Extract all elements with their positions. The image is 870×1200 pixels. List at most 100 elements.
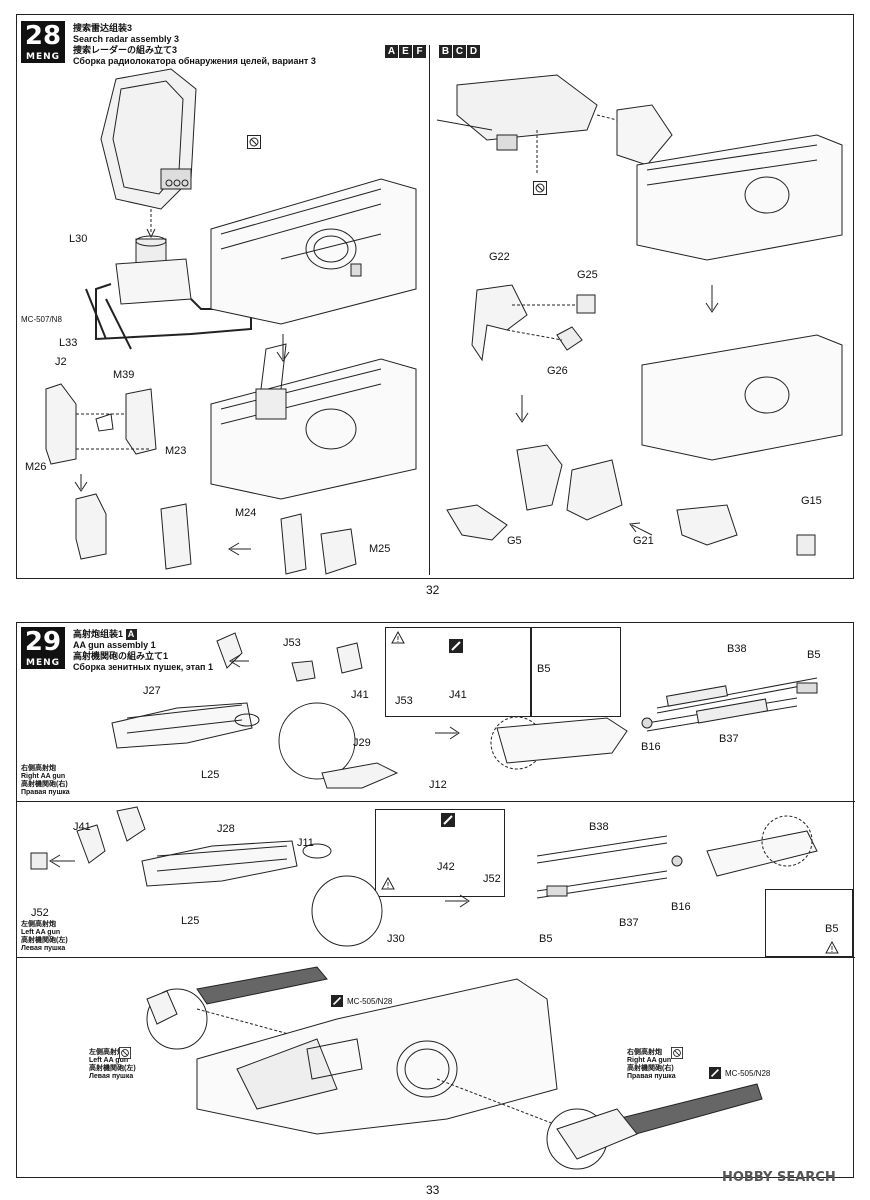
part-label-m25: M25 (369, 543, 391, 555)
watermark-logo: HOBBY SEARCH (722, 1170, 836, 1185)
part-label-j2: J2 (55, 356, 67, 368)
paint-icon (331, 995, 343, 1007)
part-label-j29: J29 (353, 737, 371, 749)
part-label-b5-detail: B5 (537, 663, 551, 675)
version-e: E (399, 45, 412, 58)
part-label-m24: M24 (235, 507, 257, 519)
detail-box-b5-left (765, 889, 853, 957)
part-label-b5: B5 (807, 649, 821, 661)
paint-callout-mc505-right: MC-505/N28 (725, 1069, 771, 1078)
no-glue-icon (119, 1047, 131, 1059)
no-glue-icon (671, 1047, 683, 1059)
part-label-j41-detail: J41 (449, 689, 467, 701)
title-ja: 高射機関砲の組み立て1 (73, 651, 169, 661)
part-label-j11: J11 (297, 837, 314, 849)
hull-with-aa-guns-illustration (146, 966, 763, 1170)
title-ja: 捜索レーダーの組み立て3 (73, 45, 178, 55)
paint-icon (441, 813, 455, 827)
part-label-b16-left: B16 (671, 901, 691, 913)
caption-en: Right AA gun (21, 773, 66, 780)
radar-assembly-illustration (45, 68, 417, 575)
part-label-j53: J53 (283, 637, 301, 649)
detail-box-b5-right (531, 627, 621, 717)
version-a-badge: A (125, 629, 137, 640)
step-29-badge: 29 MENG (21, 627, 65, 669)
part-label-g25: G25 (577, 269, 598, 281)
caption-zh: 左侧高射炮 (89, 1049, 124, 1056)
svg-text:!: ! (396, 635, 399, 644)
part-label-l30: L30 (69, 233, 88, 245)
detail-box-j42-j52 (375, 809, 505, 897)
step-29-panel: 29 MENG 高射炮组装1 A AA gun assembly 1 高射機関砲… (16, 622, 855, 1178)
step-28-badge: 28 MENG (21, 21, 65, 63)
warning-icon: ! (381, 877, 395, 890)
step-number: 29 (24, 627, 62, 657)
part-label-j12: J12 (429, 779, 447, 791)
caption-zh: 右侧高射炮 (21, 765, 56, 772)
svg-text:!: ! (386, 881, 389, 890)
part-label-g15: G15 (801, 495, 822, 507)
left-aa-gun-caption: 左侧高射炮 Left AA gun 高射機関砲(左) Левая пушка (21, 921, 68, 953)
warning-icon: ! (391, 631, 405, 644)
right-aa-gun-caption: 右侧高射炮 Right AA gun 高射機関砲(右) Правая пушка (21, 765, 70, 797)
part-label-g21: G21 (633, 535, 654, 547)
step-number: 28 (24, 21, 62, 51)
page-number-top: 32 (426, 583, 440, 597)
version-tag-left: A E F (385, 45, 426, 58)
part-label-j41-left: J41 (73, 821, 91, 833)
part-label-l33: L33 (59, 337, 78, 349)
title-en: Search radar assembly 3 (73, 34, 180, 44)
no-glue-icon (533, 181, 547, 195)
part-label-j52-detail: J52 (483, 873, 501, 885)
part-label-j41: J41 (351, 689, 369, 701)
caption-en: Left AA gun (89, 1057, 129, 1064)
part-label-j28: J28 (217, 823, 235, 835)
part-label-j53-detail: J53 (395, 695, 413, 707)
caption-ru: Правая пушка (627, 1073, 676, 1080)
panel-divider (429, 45, 430, 575)
part-label-m39: M39 (113, 369, 135, 381)
paint-icon (709, 1067, 721, 1079)
title-zh-row: 高射炮组装1 A (73, 629, 213, 640)
version-tag-right: B C D (439, 45, 480, 58)
right-aa-gun-illustration (111, 632, 818, 789)
warning-icon: ! (825, 941, 839, 954)
title-zh: 搜索雷达组装3 (73, 23, 133, 33)
part-label-j27: J27 (143, 685, 161, 697)
caption-ja: 高射機関砲(右) (627, 1065, 674, 1072)
section-divider (17, 957, 855, 958)
step-28-panel: 28 MENG 搜索雷达组装3 Search radar assembly 3 … (16, 14, 854, 579)
caption-en: Left AA gun (21, 929, 61, 936)
brand-logo: MENG (21, 657, 65, 669)
right-aa-gun-caption-assembly: 右侧高射炮 Right AA gun 高射機関砲(右) Правая пушка (627, 1049, 676, 1081)
part-label-b37-left: B37 (619, 917, 639, 929)
step-28-title: 搜索雷达组装3 Search radar assembly 3 捜索レーダーの組… (73, 23, 316, 67)
caption-ja: 高射機関砲(左) (21, 937, 68, 944)
part-label-l25: L25 (201, 769, 220, 781)
left-aa-gun-illustration (30, 806, 818, 947)
part-label-g26: G26 (547, 365, 568, 377)
caption-en: Right AA gun (627, 1057, 672, 1064)
caption-zh: 左侧高射炮 (21, 921, 56, 928)
version-d: D (467, 45, 480, 58)
part-label-b16: B16 (641, 741, 661, 753)
svg-text:!: ! (830, 945, 833, 954)
caption-ru: Правая пушка (21, 789, 70, 796)
part-label-b5-left-detail: B5 (825, 923, 839, 935)
part-label-b37: B37 (719, 733, 739, 745)
section-divider (17, 801, 855, 802)
version-b: B (439, 45, 452, 58)
part-label-b38-left: B38 (589, 821, 609, 833)
paint-icon (449, 639, 463, 653)
version-f: F (413, 45, 426, 58)
caption-zh: 右侧高射炮 (627, 1049, 662, 1056)
left-aa-gun-caption-assembly: 左侧高射炮 Left AA gun 高射機関砲(左) Левая пушка (89, 1049, 136, 1081)
title-ru: Сборка зенитных пушек, этап 1 (73, 662, 213, 672)
paint-callout-mc507: MC-507/N8 (21, 315, 62, 324)
version-a: A (385, 45, 398, 58)
title-en: AA gun assembly 1 (73, 640, 156, 650)
brand-logo: MENG (21, 51, 65, 63)
caption-ja: 高射機関砲(右) (21, 781, 68, 788)
step-29-title: 高射炮组装1 A AA gun assembly 1 高射機関砲の組み立て1 С… (73, 629, 213, 673)
part-label-b5-left: B5 (539, 933, 553, 945)
